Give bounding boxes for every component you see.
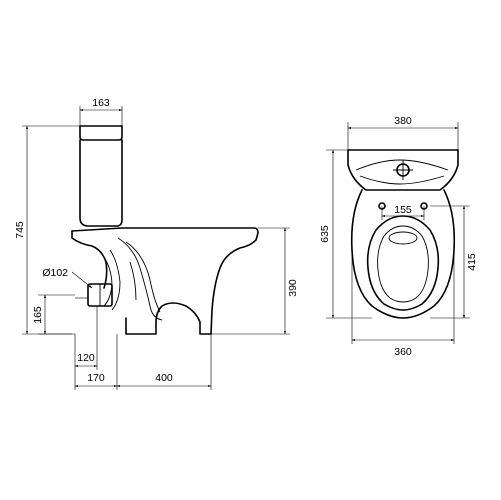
- dim-mount-spacing: 155: [394, 204, 412, 216]
- dim-total-height: 745: [14, 221, 26, 239]
- side-view: 163 745 Ø102 165 390 120 170 400: [14, 97, 299, 390]
- dim-total-depth: 635: [319, 225, 331, 243]
- top-dimension-lines: [331, 126, 466, 342]
- dim-seat-depth: 415: [466, 253, 478, 271]
- dim-bowl-length: 400: [155, 372, 173, 384]
- dim-rim-height: 390: [287, 279, 299, 297]
- dim-tank-depth: 163: [92, 97, 110, 109]
- bowl-side: [71, 227, 259, 335]
- dim-outlet-offset: 120: [77, 352, 95, 364]
- dim-overall-width: 380: [394, 115, 412, 127]
- dim-rear-offset: 170: [87, 372, 105, 384]
- cistern: [79, 125, 123, 227]
- side-dimension-lines: [25, 108, 287, 388]
- cistern-top: [347, 149, 459, 191]
- side-extension-lines: [22, 106, 290, 390]
- dim-outlet-diameter: Ø102: [42, 267, 68, 279]
- top-view: 380 635 155 415 360: [319, 115, 478, 358]
- dim-bowl-width: 360: [394, 346, 412, 358]
- dim-outlet-height: 165: [32, 306, 44, 324]
